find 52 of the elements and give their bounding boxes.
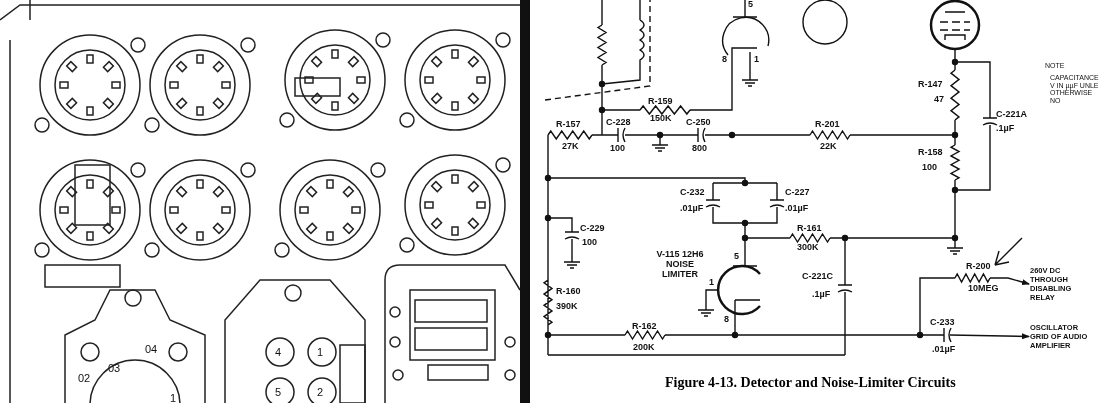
pin-number: 8 (724, 315, 729, 325)
arrow (949, 333, 1030, 340)
pin-number: 04 (145, 343, 158, 356)
component-value: 47 (934, 95, 944, 105)
component-label: C-227 (785, 188, 810, 198)
component-value: 200K (633, 343, 655, 353)
pin-number: 1 (317, 346, 324, 359)
component-value: 100 (610, 144, 626, 154)
component-label: C-228 (606, 118, 631, 128)
component-value: .01µF (785, 204, 809, 214)
component-value: 100 (922, 163, 938, 173)
component-label: R-161 (797, 224, 822, 234)
pin-number: 5 (275, 386, 282, 399)
pin-number: 02 (78, 372, 91, 385)
component-label: C-221A (996, 110, 1027, 120)
component-label: C-229 (580, 224, 605, 234)
component-value: .01µF (932, 345, 956, 355)
component-label: C-221C (802, 272, 833, 282)
component-label: R-160 (556, 287, 581, 297)
pin-number: 5 (748, 0, 753, 10)
component-value: .1µF (812, 290, 831, 300)
component-label: R-200 (966, 262, 991, 272)
tube-label: V-115 12H6 NOISE LIMITER (655, 250, 705, 280)
component-label: R-157 (556, 120, 581, 130)
component-value: 800 (692, 144, 708, 154)
component-label: R-147 (918, 80, 943, 90)
component-value: 22K (820, 142, 837, 152)
pin-number: 2 (317, 386, 324, 399)
component-value: 100 (582, 238, 598, 248)
pin-number: 4 (275, 346, 282, 359)
pin-number: 1 (709, 278, 714, 288)
component-label: R-158 (918, 148, 943, 158)
component-label: R-159 (648, 97, 673, 107)
component-value: 390K (556, 302, 578, 312)
pin-number: 1 (170, 392, 177, 403)
component-value: 27K (562, 142, 579, 152)
component-label: R-162 (632, 322, 657, 332)
component-value: 10MEG (968, 284, 999, 294)
component-value: .1µF (996, 124, 1015, 134)
component-label: C-250 (686, 118, 711, 128)
component-value: .01µF (680, 204, 704, 214)
pin-number: 8 (722, 55, 727, 65)
component-value: 300K (797, 243, 819, 253)
pin-number: 5 (734, 252, 739, 262)
figure-caption: Figure 4-13. Detector and Noise-Limiter Circuits (665, 375, 956, 391)
arrow (1007, 277, 1030, 285)
pin-number: 03 (108, 362, 121, 375)
component-label: C-233 (930, 318, 955, 328)
component-label: C-232 (680, 188, 705, 198)
component-value: 150K (650, 114, 672, 124)
pin-number: 1 (754, 55, 759, 65)
component-label: R-201 (815, 120, 840, 130)
